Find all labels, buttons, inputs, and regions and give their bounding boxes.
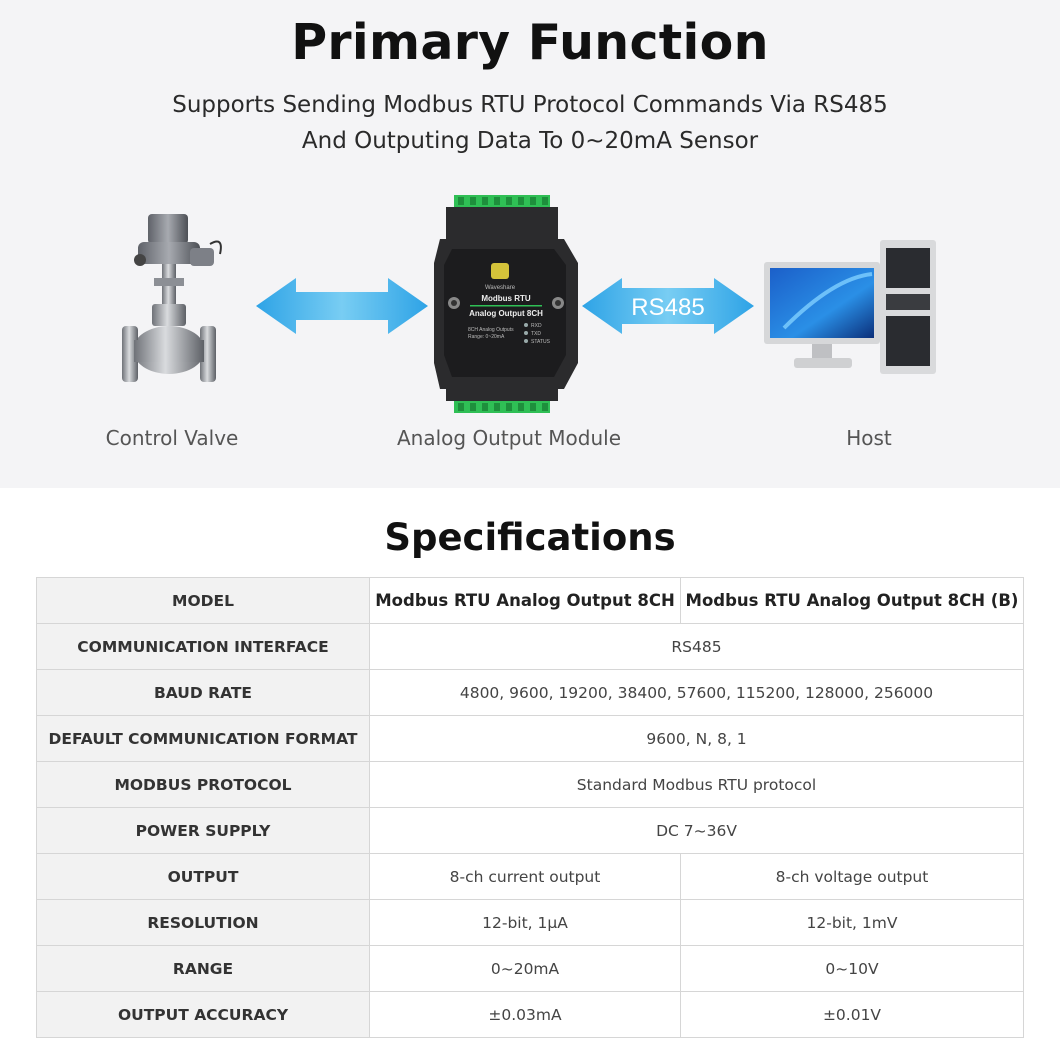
control-valve-image xyxy=(122,214,222,382)
rs485-arrow: RS485 xyxy=(582,278,754,334)
bidirectional-arrow-left xyxy=(256,278,428,334)
spec-value: ±0.03mA xyxy=(369,991,681,1038)
spec-label: RESOLUTION xyxy=(36,899,370,946)
spec-label: COMMUNICATION INTERFACE xyxy=(36,623,370,670)
spec-value: 9600, N, 8, 1 xyxy=(369,715,1024,762)
caption-host: Host xyxy=(846,426,892,450)
spec-label: BAUD RATE xyxy=(36,669,370,716)
svg-text:RXD: RXD xyxy=(531,323,542,329)
spec-value-b: 12-bit, 1mV xyxy=(680,899,1024,946)
spec-value: RS485 xyxy=(369,623,1024,670)
spec-label: POWER SUPPLY xyxy=(36,807,370,854)
model-name-cell: Modbus RTU Analog Output 8CH xyxy=(369,577,681,624)
spec-value: Standard Modbus RTU protocol xyxy=(369,761,1024,808)
spec-value: 12-bit, 1μA xyxy=(369,899,681,946)
page-title: Primary Function xyxy=(291,14,769,71)
spec-label: DEFAULT COMMUNICATION FORMAT xyxy=(36,715,370,762)
primary-function-section: Primary Function Supports Sending Modbus… xyxy=(0,0,1060,488)
specifications-title: Specifications xyxy=(384,516,676,559)
spec-value: 8-ch current output xyxy=(369,853,681,900)
subtitle-line-2: And Outputing Data To 0~20mA Sensor xyxy=(301,128,759,154)
subtitle-line-1: Supports Sending Modbus RTU Protocol Com… xyxy=(172,92,888,118)
table-row: RANGE 0~20mA 0~10V xyxy=(36,945,1024,992)
svg-text:Analog Output 8CH: Analog Output 8CH xyxy=(469,309,543,318)
table-row: RESOLUTION 12-bit, 1μA 12-bit, 1mV xyxy=(36,899,1024,946)
spec-value-b: 0~10V xyxy=(680,945,1024,992)
svg-text:8CH Analog Outputs: 8CH Analog Outputs xyxy=(468,327,514,333)
spec-label: RANGE xyxy=(36,945,370,992)
spec-label: MODEL xyxy=(36,577,370,624)
spec-value: 0~20mA xyxy=(369,945,681,992)
svg-text:STATUS: STATUS xyxy=(531,339,551,345)
svg-text:Modbus RTU: Modbus RTU xyxy=(481,294,531,303)
table-row: COMMUNICATION INTERFACE RS485 xyxy=(36,623,1024,670)
caption-control-valve: Control Valve xyxy=(105,426,239,450)
spec-value-b: ±0.01V xyxy=(680,991,1024,1038)
host-computer-image xyxy=(764,240,936,374)
model-name-cell-b: Modbus RTU Analog Output 8CH (B) xyxy=(680,577,1024,624)
table-row: OUTPUT 8-ch current output 8-ch voltage … xyxy=(36,853,1024,900)
spec-value-b: 8-ch voltage output xyxy=(680,853,1024,900)
specifications-table: MODEL Modbus RTU Analog Output 8CH Modbu… xyxy=(36,577,1024,1038)
analog-output-module-image: Waveshare Modbus RTU Analog Output 8CH 8… xyxy=(434,195,578,413)
svg-text:Waveshare: Waveshare xyxy=(485,285,516,291)
svg-text:TXD: TXD xyxy=(531,331,541,337)
spec-label: MODBUS PROTOCOL xyxy=(36,761,370,808)
svg-text:Range: 0~20mA: Range: 0~20mA xyxy=(468,334,505,340)
table-row: MODBUS PROTOCOL Standard Modbus RTU prot… xyxy=(36,761,1024,808)
spec-label: OUTPUT xyxy=(36,853,370,900)
spec-value: DC 7~36V xyxy=(369,807,1024,854)
table-row: MODEL Modbus RTU Analog Output 8CH Modbu… xyxy=(36,577,1024,624)
caption-analog-output-module: Analog Output Module xyxy=(396,426,621,450)
spec-label: OUTPUT ACCURACY xyxy=(36,991,370,1038)
spec-value: 4800, 9600, 19200, 38400, 57600, 115200,… xyxy=(369,669,1024,716)
table-row: DEFAULT COMMUNICATION FORMAT 9600, N, 8,… xyxy=(36,715,1024,762)
table-row: POWER SUPPLY DC 7~36V xyxy=(36,807,1024,854)
table-row: OUTPUT ACCURACY ±0.03mA ±0.01V xyxy=(36,991,1024,1038)
rs485-label: RS485 xyxy=(631,294,704,321)
table-row: BAUD RATE 4800, 9600, 19200, 38400, 5760… xyxy=(36,669,1024,716)
